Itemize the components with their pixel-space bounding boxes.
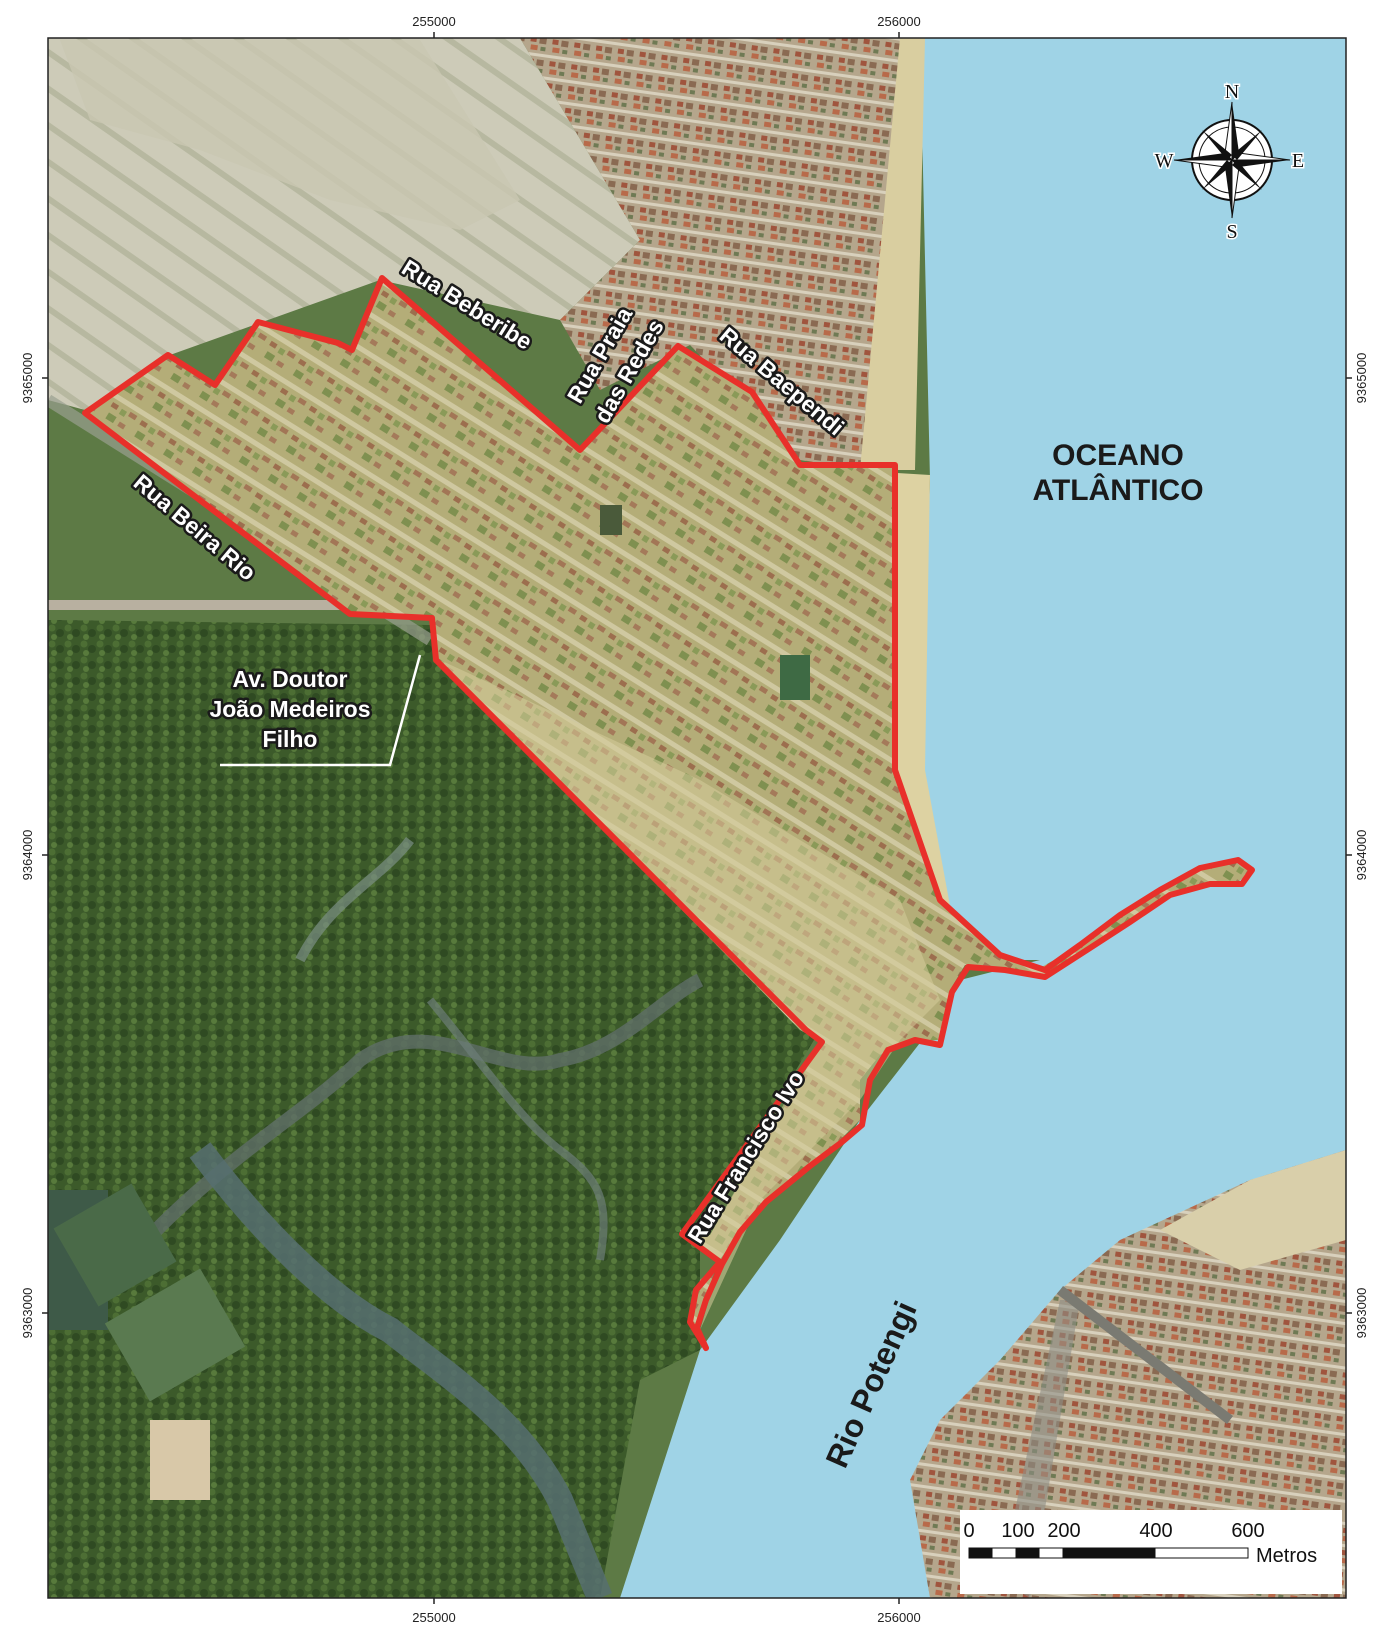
y-label-right: 9363000 (1354, 1288, 1369, 1339)
leader-line (220, 654, 422, 767)
compass-west: W (1155, 150, 1174, 172)
mangrove-channel (426, 997, 608, 1261)
x-label-top: 255000 (412, 14, 455, 29)
grid-ticks (42, 32, 1352, 1604)
y-label-left: 9365000 (20, 353, 35, 404)
scale-unit: Metros (1256, 1545, 1317, 1567)
compass-rose: N S E W (1153, 80, 1306, 245)
scale-tick-600: 600 (1231, 1520, 1264, 1542)
street-label-filho: Filho (263, 726, 318, 752)
y-label-left: 9364000 (20, 830, 35, 881)
map-imagery (48, 38, 1346, 1598)
salt-ponds (48, 1183, 246, 1500)
road-beira-rio (48, 600, 428, 610)
beach-north (860, 38, 925, 470)
mangrove-channel (295, 836, 414, 963)
study-area-sand (440, 660, 940, 1330)
ocean-water (620, 38, 1346, 1598)
x-label-top: 256000 (877, 14, 920, 29)
y-label-left: 9363000 (20, 1288, 35, 1339)
ocean-label-line1: OCEANO (1052, 439, 1184, 472)
street-label-joao-medeiros: João Medeiros (209, 696, 370, 722)
street-label-av-doutor: Av. Doutor (233, 666, 348, 692)
town-northeast (520, 38, 920, 470)
dune-field (60, 40, 520, 230)
y-label-right: 9364000 (1354, 830, 1369, 881)
pond (780, 655, 810, 700)
scale-bar: 0 100 200 400 600 Metros (960, 1510, 1342, 1594)
study-area-boundary (82, 275, 1255, 1351)
scale-tick-200: 200 (1047, 1520, 1080, 1542)
scale-tick-400: 400 (1139, 1520, 1172, 1542)
map-frame (47, 37, 1347, 1599)
mangrove-forest (48, 620, 820, 1598)
compass-north: N (1225, 81, 1239, 103)
dock-southeast (1056, 1286, 1234, 1424)
y-label-right: 9365000 (1354, 353, 1369, 404)
sand-southeast (1160, 1150, 1346, 1270)
mangrove-channel (189, 1142, 613, 1598)
scale-tick-0: 0 (963, 1520, 974, 1542)
x-label-bottom: 256000 (877, 1610, 920, 1625)
compass-east: E (1292, 150, 1304, 172)
scale-tick-100: 100 (1001, 1520, 1034, 1542)
ocean-label-line2: ATLÂNTICO (1032, 473, 1203, 507)
green-plot (600, 505, 622, 535)
compass-south: S (1226, 221, 1237, 243)
x-label-bottom: 255000 (412, 1610, 455, 1625)
